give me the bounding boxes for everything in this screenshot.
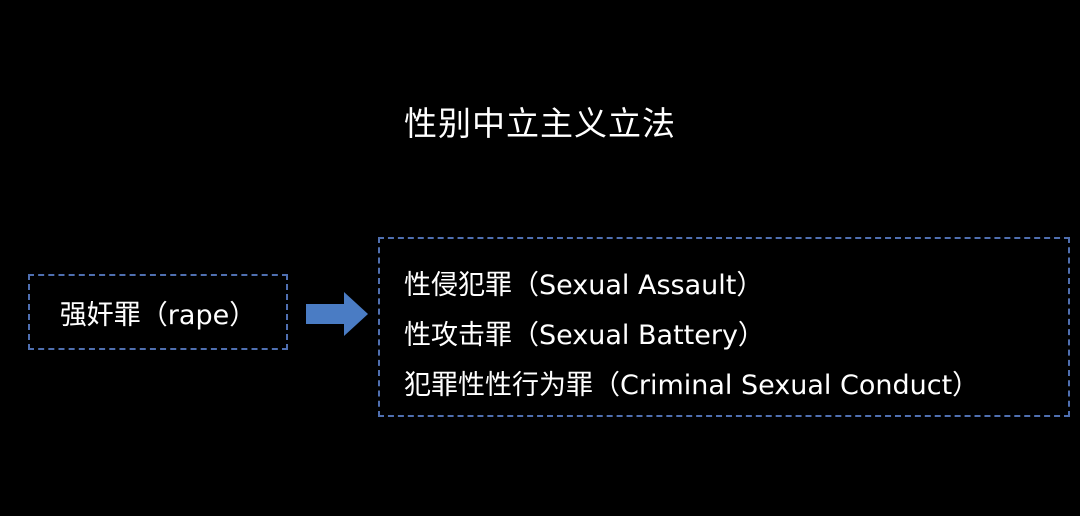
source-box: 强奸罪（rape）	[28, 274, 288, 350]
target-item-sexual-battery: 性攻击罪（Sexual Battery）	[404, 320, 765, 351]
arrow-shape	[306, 292, 368, 336]
source-label: 强奸罪（rape）	[59, 299, 257, 331]
target-item-criminal-sexual-conduct: 犯罪性性行为罪（Criminal Sexual Conduct）	[404, 370, 980, 401]
target-box: 性侵犯罪（Sexual Assault） 性攻击罪（Sexual Battery…	[378, 237, 1070, 417]
target-item-sexual-assault: 性侵犯罪（Sexual Assault）	[404, 270, 764, 301]
arrow-right-icon	[306, 292, 368, 336]
page-title: 性别中立主义立法	[404, 104, 676, 143]
